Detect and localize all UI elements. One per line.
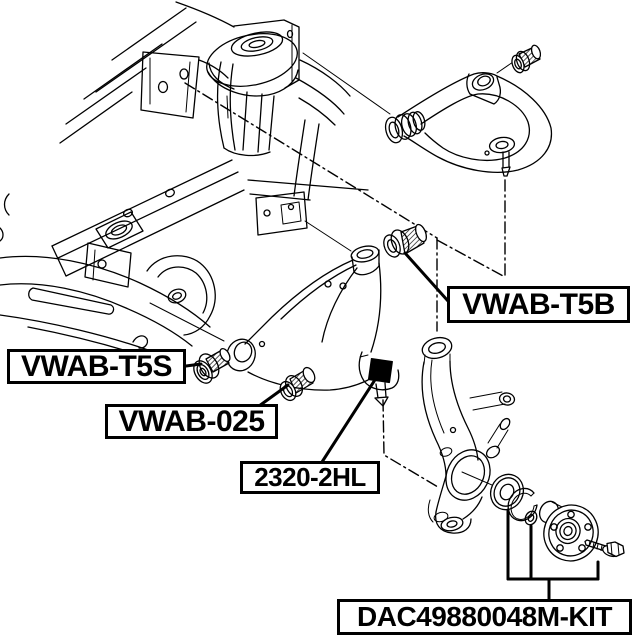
label-box-2320-2hl: 2320-2HL	[240, 461, 380, 494]
label-box-dac-kit: DAC49880048M-KIT	[337, 599, 632, 635]
assembly-centerlines	[184, 82, 523, 499]
stabilizer-bar	[0, 193, 211, 357]
label-box-vwab-t5s: VWAB-T5S	[7, 349, 186, 384]
label-box-vwab-025: VWAB-025	[105, 404, 278, 439]
lower-arm-rear-bushing	[383, 223, 428, 258]
front-lower-control-arm	[226, 245, 400, 391]
part-number-dac-kit: DAC49880048M-KIT	[357, 601, 613, 632]
front-subframe	[51, 1, 391, 342]
part-number-vwab-t5s: VWAB-T5S	[20, 349, 173, 383]
wheel-bearing	[489, 473, 525, 511]
part-number-vwab-025: VWAB-025	[118, 404, 265, 438]
lower-arm-front-bushing	[193, 347, 231, 384]
front-upper-control-arm	[384, 61, 553, 177]
part-number-2320-2hl: 2320-2HL	[254, 462, 366, 492]
part-number-vwab-t5b: VWAB-T5B	[462, 287, 615, 321]
washer	[524, 510, 538, 526]
lower-arm-inner-bushing	[279, 366, 316, 402]
steering-knuckle	[421, 336, 516, 534]
upper-arm-bushing	[511, 44, 542, 74]
label-box-vwab-t5b: VWAB-T5B	[447, 286, 630, 323]
hub-bolt	[584, 539, 625, 558]
callout-leader-lines	[184, 251, 600, 602]
wheel-hub	[538, 500, 599, 562]
